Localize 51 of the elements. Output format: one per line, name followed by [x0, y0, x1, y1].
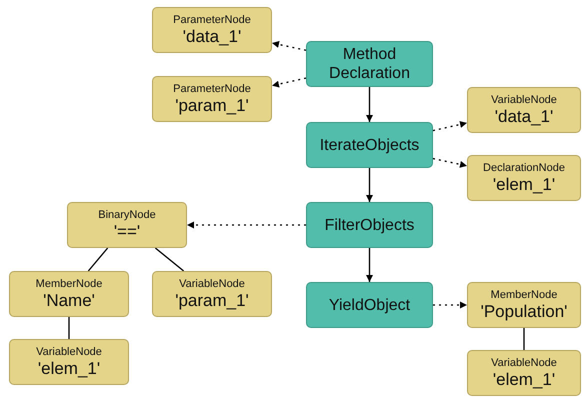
- node-label: Method Declaration: [328, 45, 411, 83]
- node-label: ParameterNode: [173, 14, 251, 27]
- ast-node-box: [467, 282, 581, 328]
- node-value: 'elem_1': [492, 175, 556, 194]
- node-label: MemberNode: [490, 289, 558, 302]
- operation-box: [306, 41, 433, 87]
- node-label: FilterObjects: [324, 216, 414, 234]
- node-value: 'elem_1': [492, 370, 556, 389]
- arrow: [366, 168, 373, 202]
- node-value: 'Name': [43, 291, 95, 310]
- node-value: 'data_1': [182, 27, 242, 46]
- arrow: [366, 248, 373, 282]
- node-value: 'Population': [480, 302, 568, 321]
- arrow: [272, 41, 306, 51]
- node-value: 'elem_1': [38, 359, 100, 378]
- connector-line: [523, 328, 525, 350]
- ast-node-box: [467, 87, 581, 133]
- node-label: ParameterNode: [173, 83, 251, 96]
- ast-node-box: [467, 155, 581, 201]
- ast-node-box: [9, 271, 129, 317]
- node-label: IterateObjects: [320, 136, 420, 154]
- operation-box: [306, 282, 433, 328]
- arrow: [366, 87, 373, 122]
- node-label: MemberNode: [36, 278, 102, 291]
- ast-node-box: [9, 339, 129, 385]
- arrow: [187, 222, 306, 228]
- connector-line: [68, 317, 70, 339]
- node-label: VariableNode: [491, 94, 557, 107]
- node-label: VariableNode: [36, 346, 102, 359]
- node-value: 'data_1': [494, 107, 554, 126]
- ast-node-box: [467, 350, 581, 396]
- arrow: [433, 302, 467, 308]
- arrow: [432, 158, 468, 168]
- node-label: VariableNode: [491, 357, 557, 370]
- node-label: DeclarationNode: [483, 162, 565, 175]
- node-value: '==': [114, 222, 140, 241]
- connector-line: [88, 248, 108, 272]
- arrow: [272, 77, 306, 88]
- ast-node-box: [152, 76, 272, 122]
- node-label: BinaryNode: [98, 209, 156, 222]
- node-label: VariableNode: [179, 278, 245, 291]
- ast-node-box: [67, 202, 187, 248]
- arrow: [432, 121, 468, 132]
- ast-node-box: [152, 7, 272, 53]
- connector-line: [154, 248, 184, 272]
- operation-box: [306, 122, 433, 168]
- node-value: 'param_1': [175, 291, 249, 310]
- ast-node-box: [152, 271, 272, 317]
- node-label: YieldObject: [328, 296, 410, 314]
- node-value: 'param_1': [175, 96, 249, 115]
- operation-box: [306, 202, 433, 248]
